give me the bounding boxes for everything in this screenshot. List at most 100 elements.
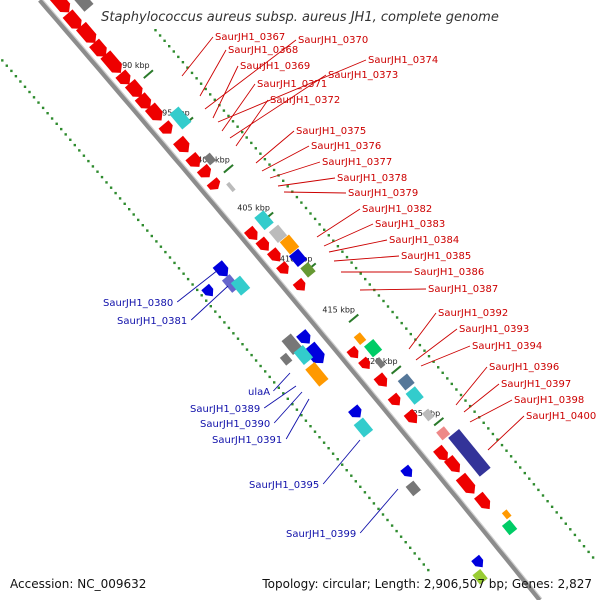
- gene-arrow: [303, 341, 325, 364]
- gene-arrow: [206, 177, 221, 190]
- gene-box: [397, 373, 415, 391]
- gene-label: SaurJH1_0392: [438, 308, 508, 319]
- gene-label: SaurJH1_0376: [311, 141, 381, 152]
- gc-dot: [291, 403, 294, 406]
- gene-feature: [203, 152, 217, 166]
- gene-label: SaurJH1_0382: [362, 204, 432, 215]
- gene-feature: [288, 248, 308, 268]
- gc-dot: [128, 208, 131, 211]
- gc-dot: [541, 494, 545, 497]
- gene-label: SaurJH1_0391: [212, 435, 282, 446]
- gene-feature: [47, 0, 71, 13]
- gc-dot: [55, 122, 58, 125]
- gc-dot: [468, 404, 472, 408]
- gene-arrow: [212, 260, 229, 277]
- gene-feature: [279, 234, 300, 255]
- gene-label: SaurJH1_0372: [270, 95, 340, 106]
- gene-arrow: [433, 444, 448, 461]
- gene-feature: [405, 480, 421, 497]
- gc-dot: [109, 186, 113, 189]
- gene-arrow: [358, 356, 371, 370]
- gene-arrow: [455, 472, 476, 494]
- gene-feature: [403, 408, 418, 424]
- gene-feature: [501, 519, 518, 536]
- tick-mark: [143, 69, 154, 79]
- gene-label: SaurJH1_0378: [337, 173, 407, 184]
- gene-box: [405, 480, 421, 497]
- gc-dot: [318, 223, 321, 226]
- leader-line: [273, 391, 303, 424]
- gc-dot: [69, 138, 72, 141]
- gc-dot: [381, 513, 385, 516]
- gene-feature: [296, 329, 311, 344]
- gc-dot: [354, 480, 357, 483]
- gc-dot: [405, 327, 408, 330]
- gc-dot: [528, 477, 531, 480]
- gene-feature: [169, 106, 192, 130]
- gc-dot: [368, 496, 371, 500]
- gc-dot: [414, 338, 417, 341]
- gene-feature: [421, 408, 435, 422]
- gc-dot: [413, 552, 416, 555]
- gc-dot: [28, 90, 31, 94]
- gc-dot: [418, 343, 422, 347]
- gene-label: SaurJH1_0398: [514, 395, 584, 406]
- gene-arrow: [443, 454, 461, 473]
- gene-feature: [196, 163, 212, 178]
- gc-dot: [532, 483, 536, 486]
- gene-feature: [201, 283, 214, 297]
- gene-labels: SaurJH1_0367SaurJH1_0368SaurJH1_0370Saur…: [103, 32, 596, 540]
- topology-text: Topology: circular; Length: 2,906,507 bp…: [262, 577, 592, 591]
- gc-dot: [245, 348, 249, 351]
- gc-dot: [213, 98, 216, 101]
- gene-feature: [76, 21, 97, 43]
- gene-arrow: [348, 404, 362, 418]
- gc-dot: [158, 34, 162, 37]
- gene-label: SaurJH1_0384: [389, 235, 459, 246]
- leader-line: [181, 36, 214, 77]
- gene-arrow: [173, 135, 190, 153]
- tick-mark: [433, 417, 445, 427]
- gene-feature: [266, 247, 281, 262]
- gene-feature: [206, 177, 221, 190]
- gc-dot: [186, 277, 190, 281]
- gc-dot: [163, 39, 166, 42]
- gene-feature: [62, 9, 82, 29]
- gene-arrow: [124, 79, 143, 97]
- gc-dot: [390, 524, 394, 527]
- gc-dot: [523, 471, 526, 475]
- gc-dot: [259, 152, 262, 155]
- gene-label: SaurJH1_0379: [348, 188, 418, 199]
- gc-dot: [359, 272, 362, 275]
- gene-arrow: [387, 392, 401, 406]
- gene-feature: [397, 373, 415, 391]
- gene-arrow: [185, 151, 201, 167]
- gene-feature: [364, 338, 383, 358]
- gc-dot: [427, 355, 431, 358]
- gc-dot: [519, 466, 522, 469]
- gene-arrow: [158, 120, 173, 134]
- gc-dot: [100, 175, 104, 179]
- leader-line: [333, 255, 400, 262]
- gene-box: [353, 332, 367, 346]
- gc-dot: [254, 359, 258, 362]
- gene-label: SaurJH1_0373: [328, 70, 398, 81]
- gene-feature: [243, 225, 258, 241]
- gene-label: SaurJH1_0385: [401, 251, 471, 262]
- gene-label: SaurJH1_0381: [117, 316, 187, 327]
- leader-line: [277, 177, 336, 187]
- gc-dot: [232, 332, 235, 335]
- gc-dot: [146, 229, 149, 232]
- gc-dot: [323, 228, 326, 231]
- gene-arrow: [201, 283, 214, 297]
- gc-dot: [295, 195, 299, 199]
- gene-label: SaurJH1_0368: [228, 45, 298, 56]
- gc-dot: [1, 59, 4, 62]
- gene-label: SaurJH1_0377: [322, 157, 392, 168]
- gene-feature: [373, 372, 388, 387]
- gene-box: [279, 234, 300, 255]
- gc-dot: [209, 305, 212, 308]
- gene-feature: [455, 472, 476, 494]
- gc-dot: [437, 366, 440, 369]
